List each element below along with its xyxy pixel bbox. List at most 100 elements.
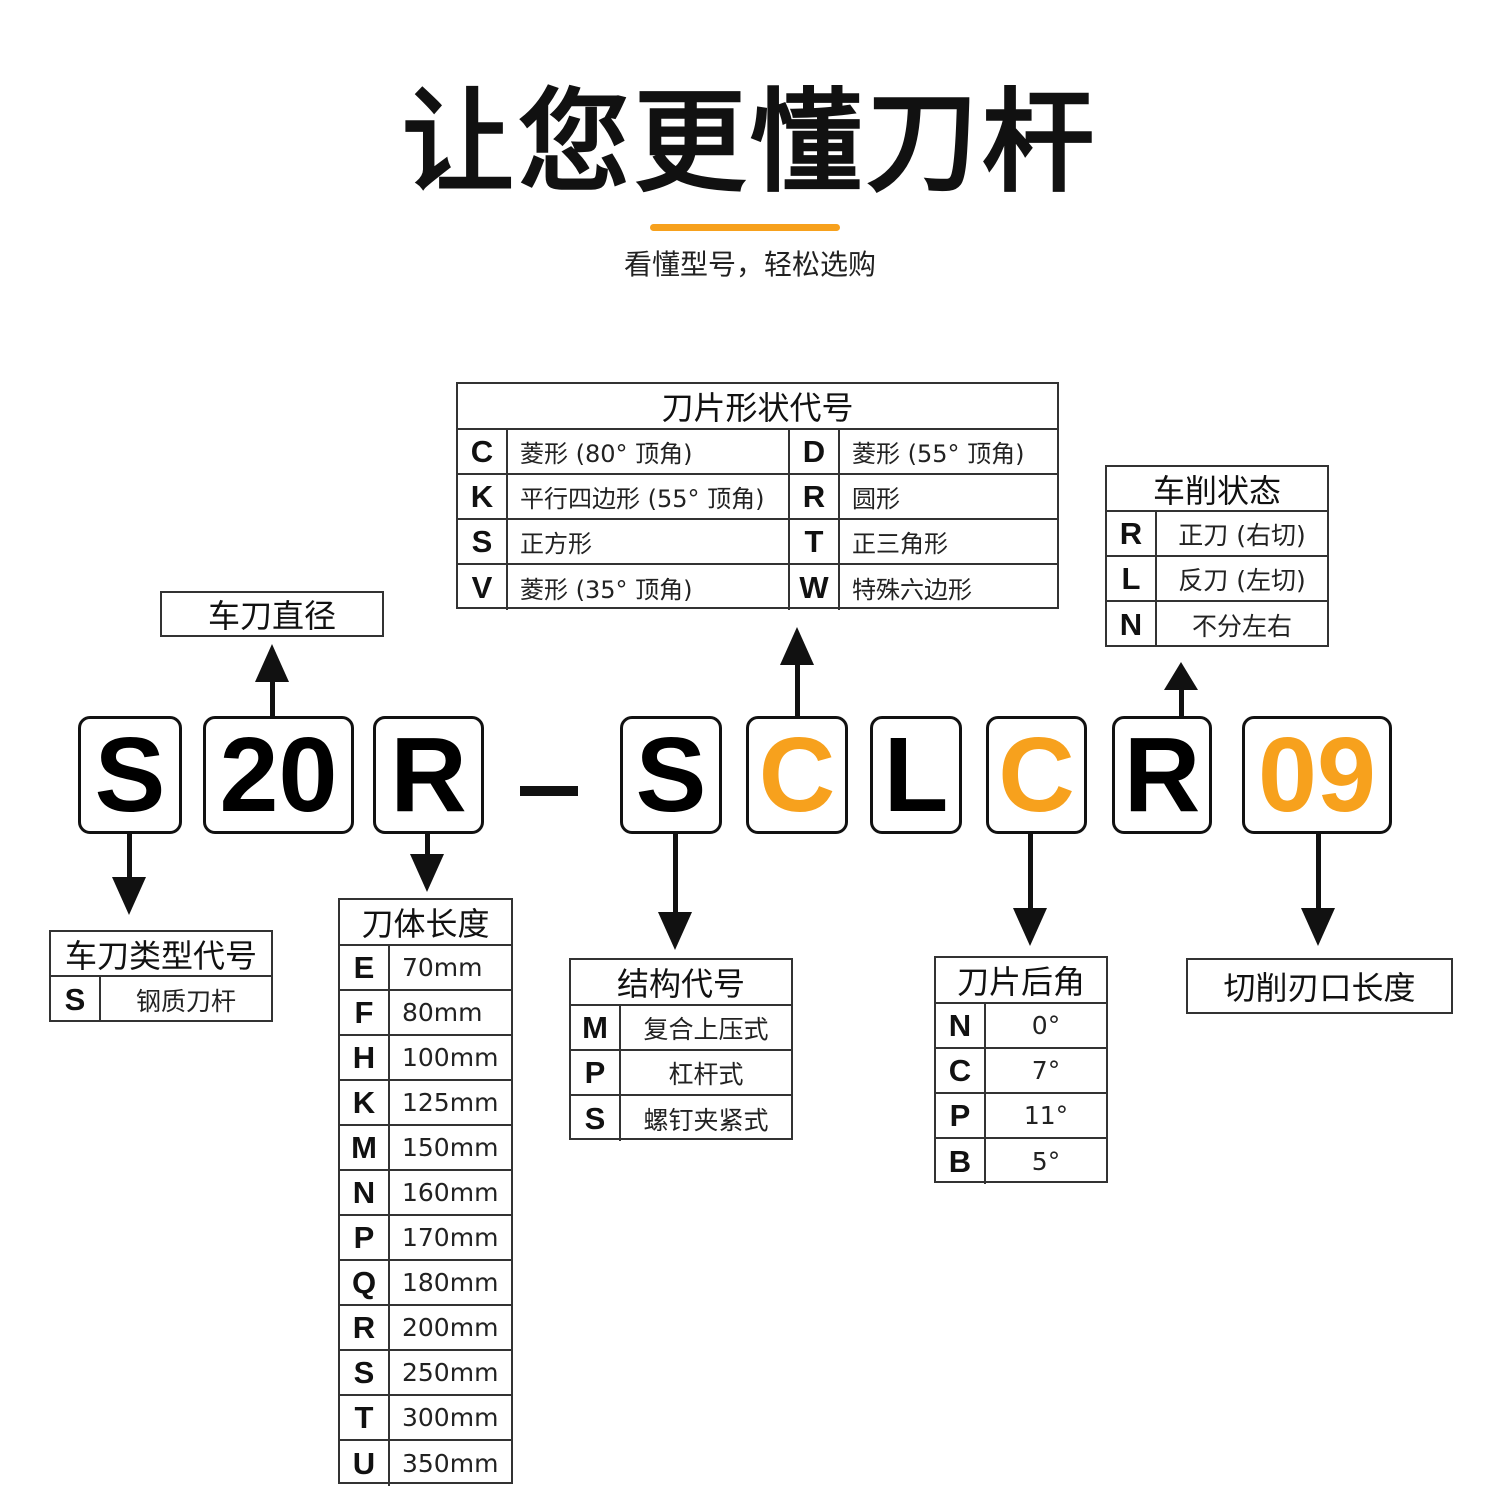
length-code: Q bbox=[340, 1261, 390, 1304]
code-box-body-length: R bbox=[373, 716, 484, 834]
shape-code: R bbox=[790, 475, 840, 518]
shape-code: S bbox=[458, 520, 508, 563]
length-desc: 125mm bbox=[402, 1088, 499, 1117]
tool-type-code: S bbox=[51, 977, 101, 1022]
turning-state-row: N 不分左右 bbox=[1107, 602, 1327, 647]
shape-code: V bbox=[458, 565, 508, 610]
clearance-code: P bbox=[936, 1094, 986, 1137]
code-box-diameter: 20 bbox=[203, 716, 354, 834]
length-desc: 150mm bbox=[402, 1133, 499, 1162]
structure-row: P 杠杆式 bbox=[571, 1051, 791, 1096]
page-title: 让您更懂刀杆 bbox=[402, 78, 1098, 208]
length-desc: 300mm bbox=[402, 1403, 499, 1432]
length-code: P bbox=[340, 1216, 390, 1259]
structure-code: M bbox=[571, 1006, 621, 1049]
shape-code: T bbox=[790, 520, 840, 563]
code-separator-dash bbox=[520, 786, 578, 796]
shape-desc: 正方形 bbox=[520, 530, 592, 558]
insert-shape-row: V 菱形 (35° 顶角) W 特殊六边形 bbox=[458, 565, 1057, 610]
arrow-shape-line bbox=[795, 662, 800, 718]
structure-code: S bbox=[571, 1096, 621, 1141]
shape-desc: 平行四边形 (55° 顶角) bbox=[520, 485, 765, 513]
length-code: F bbox=[340, 991, 390, 1034]
clearance-angle-row: P 11° bbox=[936, 1094, 1106, 1139]
length-code: K bbox=[340, 1081, 390, 1124]
length-desc: 200mm bbox=[402, 1313, 499, 1342]
turning-desc: 反刀 (左切) bbox=[1178, 565, 1306, 595]
length-code: H bbox=[340, 1036, 390, 1079]
clearance-desc: 7° bbox=[1031, 1056, 1061, 1085]
body-length-row: R 200mm bbox=[340, 1306, 511, 1351]
structure-desc: 复合上压式 bbox=[643, 1014, 769, 1044]
structure-desc: 螺钉夹紧式 bbox=[643, 1105, 769, 1135]
clearance-desc: 5° bbox=[1031, 1147, 1061, 1176]
insert-shape-title: 刀片形状代号 bbox=[458, 384, 1057, 430]
length-code: M bbox=[340, 1126, 390, 1169]
body-length-row: M 150mm bbox=[340, 1126, 511, 1171]
shape-desc: 菱形 (80° 顶角) bbox=[520, 440, 693, 468]
arrow-type-head bbox=[112, 877, 146, 915]
arrow-structure-head bbox=[658, 912, 692, 950]
arrow-length-head bbox=[410, 854, 444, 892]
shape-desc: 菱形 (55° 顶角) bbox=[852, 440, 1025, 468]
arrow-turning-line bbox=[1179, 688, 1184, 718]
body-length-row: Q 180mm bbox=[340, 1261, 511, 1306]
structure-code: P bbox=[571, 1051, 621, 1094]
shape-desc: 特殊六边形 bbox=[852, 576, 972, 604]
clearance-code: C bbox=[936, 1049, 986, 1092]
structure-title: 结构代号 bbox=[571, 960, 791, 1006]
insert-shape-row: C 菱形 (80° 顶角) D 菱形 (55° 顶角) bbox=[458, 430, 1057, 475]
code-box-cutting-length: 09 bbox=[1242, 716, 1392, 834]
code-box-turning: R bbox=[1112, 716, 1212, 834]
clearance-code: N bbox=[936, 1004, 986, 1047]
length-desc: 180mm bbox=[402, 1268, 499, 1297]
arrow-turning-head bbox=[1164, 662, 1198, 690]
tool-type-title: 车刀类型代号 bbox=[51, 932, 271, 977]
structure-desc: 杠杆式 bbox=[668, 1059, 744, 1089]
turning-desc: 不分左右 bbox=[1191, 611, 1292, 641]
title-underline bbox=[650, 224, 840, 231]
structure-table: 结构代号 M 复合上压式 P 杠杆式 S 螺钉夹紧式 bbox=[569, 958, 793, 1141]
arrow-diameter-head bbox=[255, 644, 289, 682]
diameter-label: 车刀直径 bbox=[160, 591, 384, 637]
code-box-structure: S bbox=[620, 716, 722, 834]
body-length-row: K 125mm bbox=[340, 1081, 511, 1126]
turning-code: N bbox=[1107, 602, 1157, 647]
arrow-cutting-line bbox=[1316, 834, 1321, 910]
shape-desc: 圆形 bbox=[852, 485, 900, 513]
length-desc: 250mm bbox=[402, 1358, 499, 1387]
length-code: U bbox=[340, 1441, 390, 1486]
arrow-structure-line bbox=[673, 834, 678, 914]
shape-code: C bbox=[458, 430, 508, 473]
structure-row: S 螺钉夹紧式 bbox=[571, 1096, 791, 1141]
arrow-length-line bbox=[425, 834, 430, 856]
shape-code: W bbox=[790, 565, 840, 610]
clearance-code: B bbox=[936, 1139, 986, 1184]
length-code: R bbox=[340, 1306, 390, 1349]
shape-code: D bbox=[790, 430, 840, 473]
code-box-insert-shape: C bbox=[746, 716, 848, 834]
code-box-type: S bbox=[78, 716, 182, 834]
length-desc: 170mm bbox=[402, 1223, 499, 1252]
clearance-desc: 11° bbox=[1023, 1101, 1069, 1130]
cutting-length-label: 切削刃口长度 bbox=[1186, 958, 1453, 1014]
body-length-row: P 170mm bbox=[340, 1216, 511, 1261]
length-code: E bbox=[340, 946, 390, 989]
shape-desc: 菱形 (35° 顶角) bbox=[520, 576, 693, 604]
page-subtitle: 看懂型号，轻松选购 bbox=[623, 248, 876, 281]
arrow-clearance-line bbox=[1028, 834, 1033, 910]
